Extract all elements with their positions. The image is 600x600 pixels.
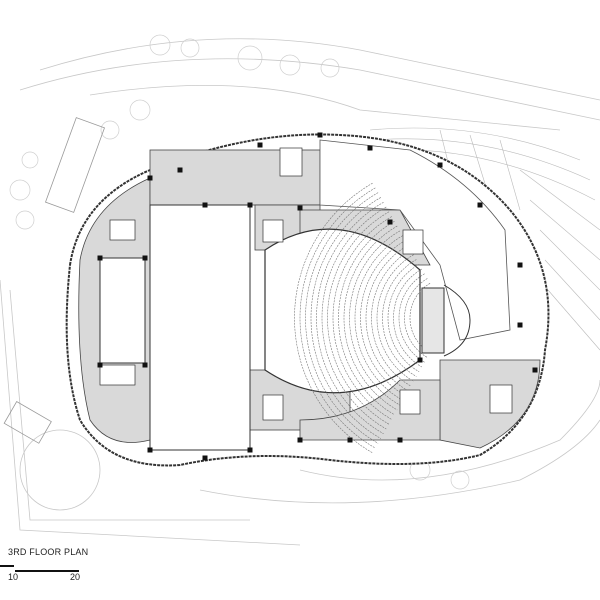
seat-row — [316, 201, 384, 435]
seat-row — [294, 182, 373, 454]
seat-row — [360, 240, 406, 396]
seat-row — [371, 249, 412, 387]
scale-bar-segment-1 — [0, 565, 14, 567]
column — [202, 455, 208, 461]
column — [97, 362, 103, 368]
column — [147, 447, 153, 453]
column — [437, 162, 443, 168]
seat-row — [338, 221, 395, 415]
column — [367, 145, 373, 151]
seat-row — [332, 216, 392, 420]
seat-row — [365, 244, 409, 392]
seat-row — [376, 254, 414, 382]
scale-label-20: 20 — [70, 572, 81, 582]
site-landscape — [0, 38, 600, 546]
column — [247, 202, 253, 208]
column — [397, 437, 403, 443]
column — [177, 167, 183, 173]
column — [257, 142, 263, 148]
entrance-ramp — [3, 117, 105, 444]
seat-row — [404, 278, 428, 358]
column — [387, 219, 393, 225]
seat-row — [299, 187, 376, 449]
atrium-void — [149, 204, 251, 451]
auditorium — [264, 182, 471, 454]
seat-row — [354, 235, 403, 401]
seat-row — [398, 273, 425, 363]
scale-bar-segment-2 — [15, 570, 79, 572]
column — [297, 437, 303, 443]
seat-row — [327, 211, 390, 425]
seat-row — [387, 263, 420, 373]
column — [417, 357, 423, 363]
atrium-void-2 — [99, 257, 146, 364]
column — [147, 175, 153, 181]
column — [142, 362, 148, 368]
seat-row — [393, 268, 423, 368]
column — [532, 367, 538, 373]
column — [297, 205, 303, 211]
column — [142, 255, 148, 261]
column — [202, 202, 208, 208]
column — [347, 437, 353, 443]
drawing-title: 3RD FLOOR PLAN — [8, 547, 89, 557]
scale-label-10: 10 — [8, 572, 19, 582]
column — [477, 202, 483, 208]
column — [517, 262, 523, 268]
seat-row — [310, 197, 381, 439]
seat-row — [349, 230, 401, 406]
stairs — [99, 147, 513, 421]
seat-row — [305, 192, 379, 444]
column — [97, 255, 103, 261]
seat-row — [382, 259, 417, 377]
column — [317, 132, 323, 138]
seat-row — [343, 225, 398, 411]
seat-row — [321, 206, 387, 430]
structural-columns — [97, 132, 538, 461]
column — [247, 447, 253, 453]
stage — [421, 287, 445, 354]
trees — [9, 34, 470, 490]
column — [517, 322, 523, 328]
